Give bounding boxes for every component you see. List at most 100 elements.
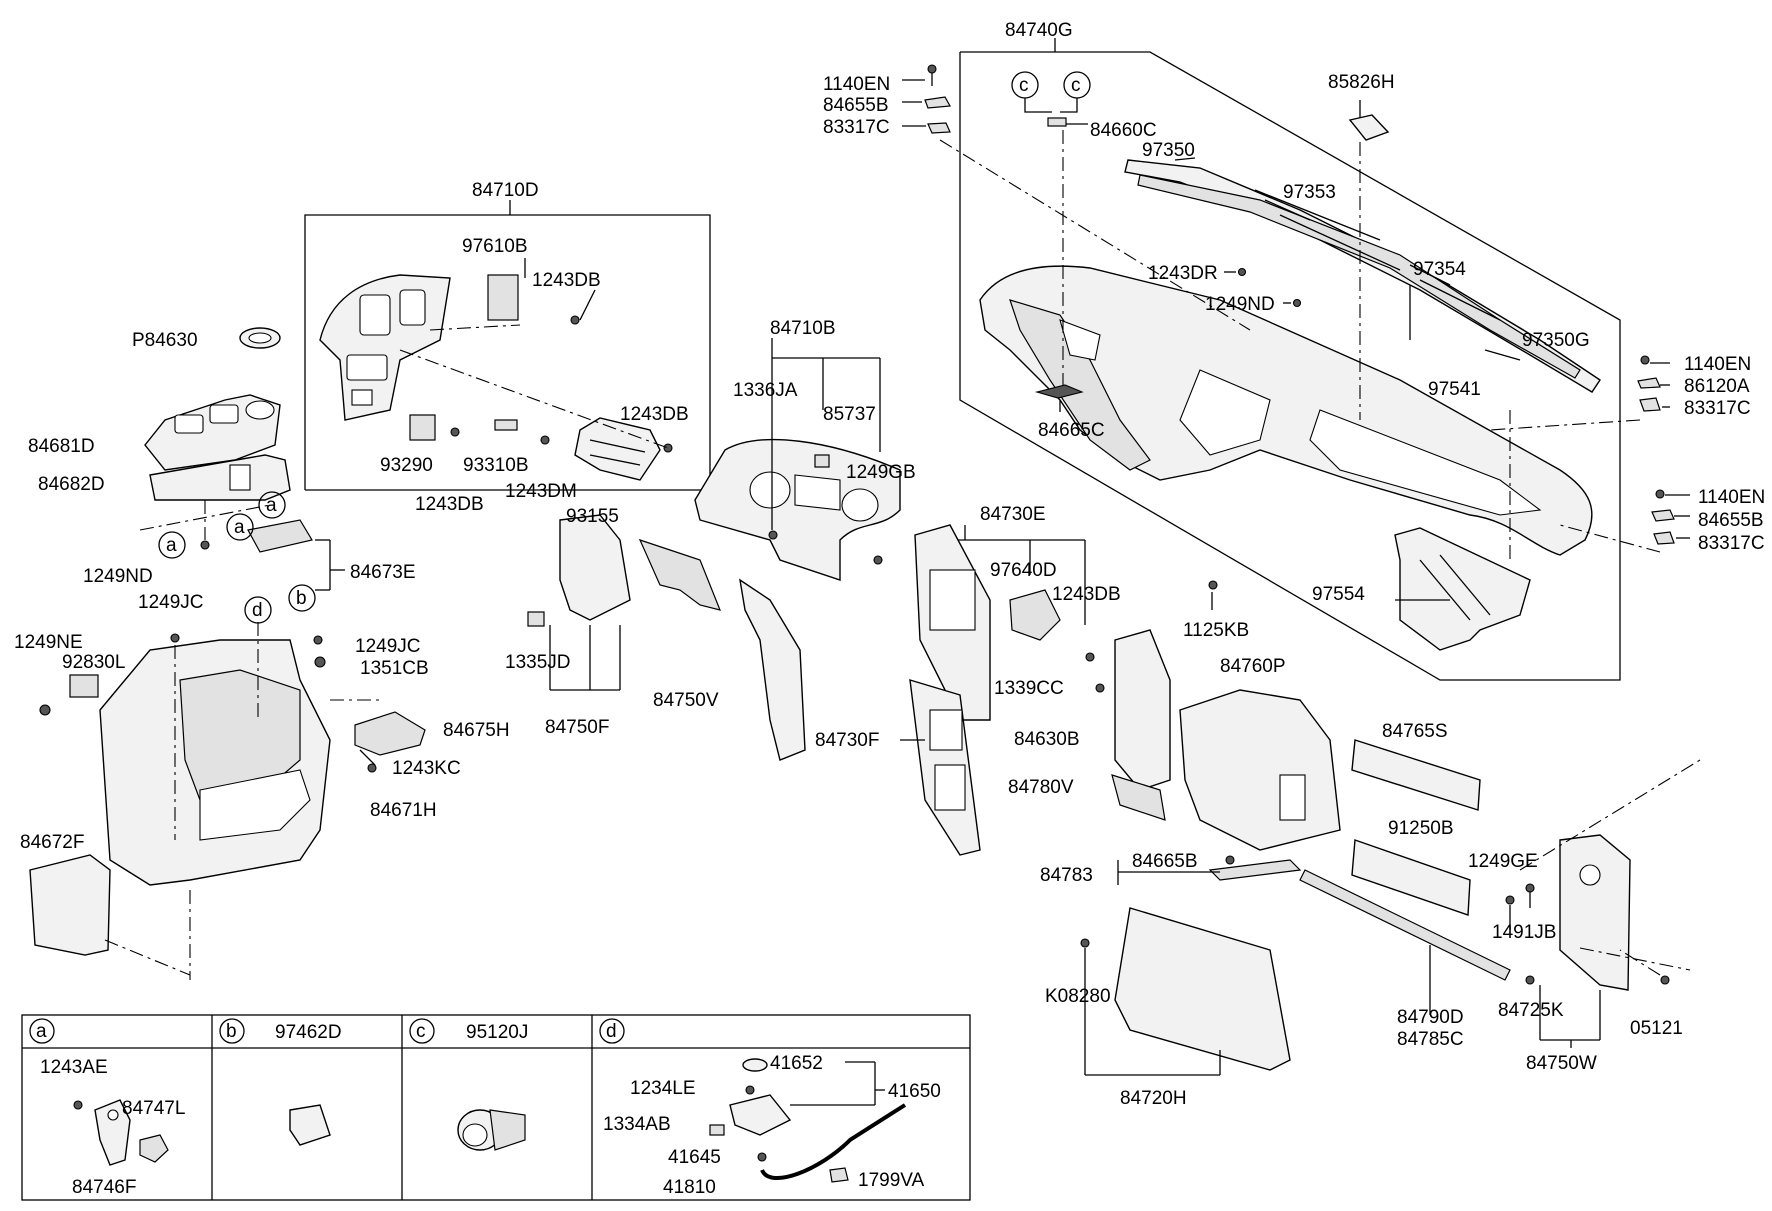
label-84665C: 84665C bbox=[1038, 420, 1105, 441]
label-1140EN-top: 1140EN bbox=[823, 74, 890, 95]
right-lower-group bbox=[1080, 629, 1701, 1076]
label-1491JB: 1491JB bbox=[1492, 922, 1556, 943]
label-97350: 97350 bbox=[1142, 140, 1195, 161]
legend-d-41810: 41810 bbox=[663, 1177, 716, 1198]
legend-title-b: 97462D bbox=[275, 1022, 342, 1043]
label-83317C-r2: 83317C bbox=[1698, 533, 1765, 554]
label-K08280: K08280 bbox=[1045, 986, 1111, 1007]
label-84780V: 84780V bbox=[1008, 777, 1074, 798]
callout-b-1: b bbox=[296, 588, 307, 609]
label-84655B-r2: 84655B bbox=[1698, 510, 1764, 531]
label-84675H: 84675H bbox=[443, 720, 510, 741]
label-84725K: 84725K bbox=[1498, 1000, 1564, 1021]
callout-a-2: a bbox=[234, 517, 245, 538]
label-84710B: 84710B bbox=[770, 318, 836, 339]
legend-d-1234LE: 1234LE bbox=[630, 1078, 696, 1099]
label-1125KB: 1125KB bbox=[1183, 620, 1249, 641]
callout-c-1: c bbox=[1019, 75, 1029, 96]
label-1249GE: 1249GE bbox=[1468, 851, 1538, 872]
label-1140EN-r1: 1140EN bbox=[1684, 354, 1751, 375]
label-91250B: 91250B bbox=[1388, 818, 1454, 839]
label-84681D: 84681D bbox=[28, 436, 95, 457]
label-1243DR: 1243DR bbox=[1148, 263, 1218, 284]
label-84630B: 84630B bbox=[1014, 729, 1080, 750]
label-97554: 97554 bbox=[1312, 584, 1365, 605]
label-84671H: 84671H bbox=[370, 800, 437, 821]
label-97640D: 97640D bbox=[990, 560, 1057, 581]
legend-d-41645: 41645 bbox=[668, 1147, 721, 1168]
label-1243KC: 1243KC bbox=[392, 758, 461, 779]
label-83317C-top: 83317C bbox=[823, 117, 890, 138]
legend-d-41652: 41652 bbox=[770, 1053, 823, 1074]
label-93290: 93290 bbox=[380, 455, 433, 476]
label-1249JC-b: 1249JC bbox=[355, 636, 421, 657]
label-93155: 93155 bbox=[566, 506, 619, 527]
callout-c-2: c bbox=[1071, 75, 1081, 96]
label-1336JA: 1336JA bbox=[733, 380, 798, 401]
label-97541: 97541 bbox=[1428, 379, 1481, 400]
label-1243DB-d: 1243DB bbox=[1052, 584, 1121, 605]
legend-title-c: 95120J bbox=[466, 1022, 528, 1043]
label-85826H: 85826H bbox=[1328, 72, 1395, 93]
label-97350G: 97350G bbox=[1522, 330, 1590, 351]
label-97354: 97354 bbox=[1413, 259, 1466, 280]
label-1243DB-a: 1243DB bbox=[532, 270, 601, 291]
label-84682D: 84682D bbox=[38, 474, 105, 495]
label-84730E: 84730E bbox=[980, 504, 1046, 525]
legend-labels: a b 97462D c 95120J d 1243AE 84747L 8474… bbox=[36, 1021, 941, 1198]
label-84655B-top: 84655B bbox=[823, 95, 889, 116]
center-fascia-group bbox=[304, 200, 711, 491]
label-1351CB: 1351CB bbox=[360, 658, 429, 679]
label-84665B-b: 84665B bbox=[1132, 851, 1198, 872]
part-labels: 84740G 1140EN 84655B 83317C 84660C 85826… bbox=[14, 20, 1765, 1109]
legend-key-c: c bbox=[416, 1021, 426, 1042]
label-84783: 84783 bbox=[1040, 865, 1093, 886]
legend-key-b: b bbox=[226, 1021, 237, 1042]
center-lower-group bbox=[900, 524, 1105, 856]
label-1335JD: 1335JD bbox=[505, 652, 571, 673]
label-1339CC: 1339CC bbox=[994, 678, 1064, 699]
label-1249ND-top: 1249ND bbox=[1205, 294, 1275, 315]
main-panel-group bbox=[902, 38, 1690, 681]
crash-pad-shape bbox=[979, 265, 1593, 556]
label-84720H: 84720H bbox=[1120, 1088, 1187, 1109]
label-84790D: 84790D bbox=[1397, 1007, 1464, 1028]
label-86120A: 86120A bbox=[1684, 376, 1750, 397]
label-84750F: 84750F bbox=[545, 717, 609, 738]
label-84672F: 84672F bbox=[20, 832, 84, 853]
legend-d-1799VA: 1799VA bbox=[858, 1170, 925, 1191]
label-1243DB-b: 1243DB bbox=[620, 404, 689, 425]
legend-a-84747L: 84747L bbox=[122, 1098, 185, 1119]
legend-a-1243AE: 1243AE bbox=[40, 1057, 108, 1078]
label-84760P: 84760P bbox=[1220, 656, 1286, 677]
label-97353: 97353 bbox=[1283, 182, 1336, 203]
label-84765S: 84765S bbox=[1382, 721, 1448, 742]
label-1249GB: 1249GB bbox=[846, 462, 916, 483]
defroster-strips bbox=[1124, 159, 1601, 393]
label-84710D: 84710D bbox=[472, 180, 539, 201]
legend-d-1334AB: 1334AB bbox=[603, 1114, 671, 1135]
label-84750V: 84750V bbox=[653, 690, 719, 711]
label-84730F: 84730F bbox=[815, 730, 879, 751]
console-group bbox=[29, 327, 426, 980]
label-84660C: 84660C bbox=[1090, 120, 1157, 141]
legend-key-d: d bbox=[606, 1021, 617, 1042]
label-1243DM: 1243DM bbox=[505, 481, 577, 502]
label-1249JC-a: 1249JC bbox=[138, 592, 204, 613]
callout-a-3: a bbox=[266, 495, 277, 516]
label-1140EN-r2: 1140EN bbox=[1698, 487, 1765, 508]
label-1243DB-c: 1243DB bbox=[415, 494, 484, 515]
label-97610B: 97610B bbox=[462, 236, 528, 257]
label-84673E: 84673E bbox=[350, 562, 416, 583]
label-05121: 05121 bbox=[1630, 1018, 1683, 1039]
label-84740G: 84740G bbox=[1005, 20, 1073, 41]
label-1249ND-left: 1249ND bbox=[83, 566, 153, 587]
lower-bracket-group bbox=[527, 514, 806, 761]
callout-letters: c c a a a b d bbox=[166, 75, 1081, 621]
legend-table bbox=[21, 1014, 971, 1201]
label-84750W: 84750W bbox=[1526, 1053, 1597, 1074]
label-83317C-r1: 83317C bbox=[1684, 398, 1751, 419]
callout-d-1: d bbox=[252, 600, 263, 621]
label-1249NE: 1249NE bbox=[14, 632, 83, 653]
